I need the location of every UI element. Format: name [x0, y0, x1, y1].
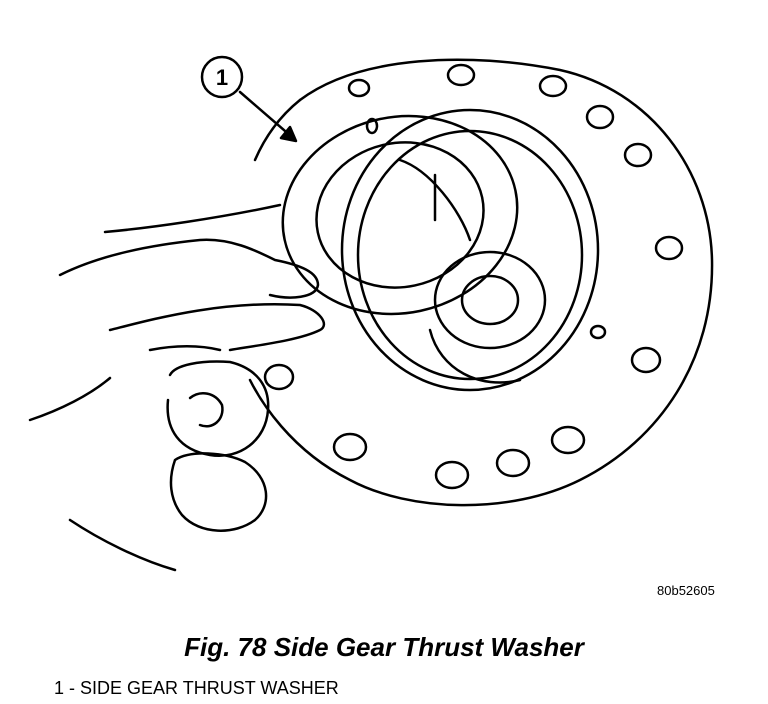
callout-number: 1 — [216, 65, 228, 90]
hand-holding-washer — [28, 203, 326, 572]
thrust-washer-illustration: 1 — [28, 55, 714, 572]
flange-bolt-holes — [263, 63, 684, 490]
figure-caption: Fig. 78 Side Gear Thrust Washer — [184, 632, 584, 662]
legend-item: 1 - SIDE GEAR THRUST WASHER — [54, 678, 339, 698]
callout-1 — [200, 55, 298, 143]
figure-id: 80b52605 — [657, 583, 715, 598]
differential-case-flange — [248, 58, 714, 507]
thrust-washer — [281, 114, 519, 316]
